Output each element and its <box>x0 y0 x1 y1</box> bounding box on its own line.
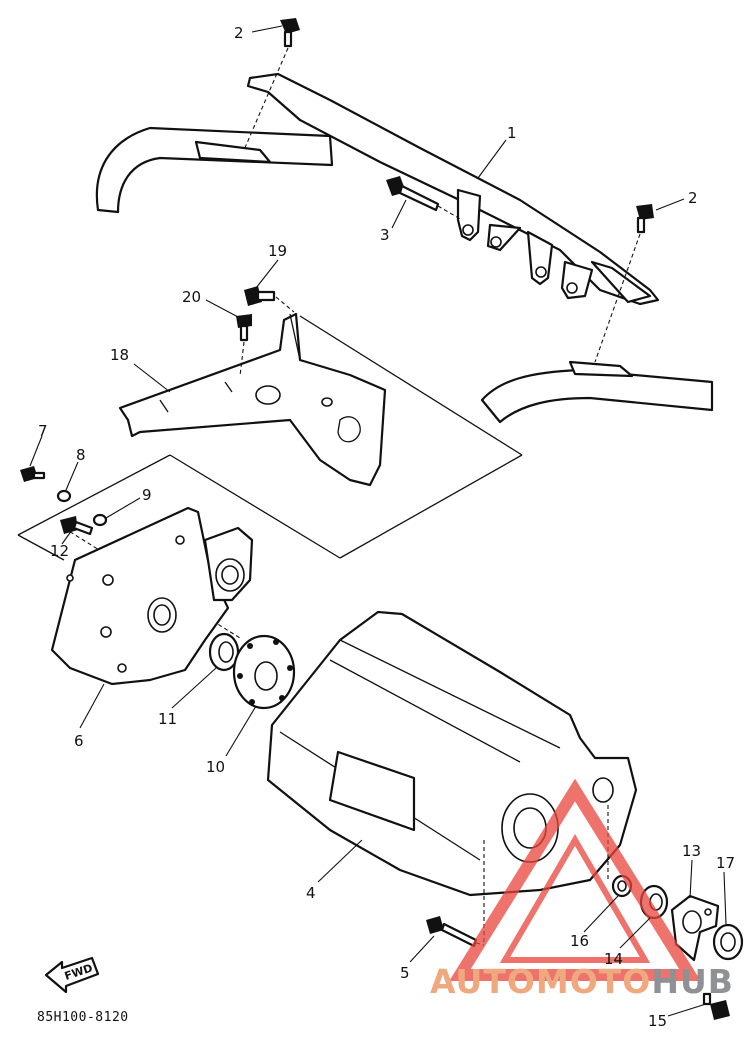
callout-leaders <box>29 25 727 1017</box>
callout-12: 12 <box>50 542 69 560</box>
callout-1: 1 <box>507 124 517 142</box>
bolt-part-12 <box>60 516 94 536</box>
watermark-brand-part1: AUTOMOTO <box>430 962 652 1001</box>
callout-numbers: 1 2 2 3 4 5 6 7 8 9 10 11 12 13 14 15 16… <box>38 24 735 1030</box>
bolt-part-3 <box>386 176 463 221</box>
bolt-part-15 <box>702 992 730 1020</box>
callout-11: 11 <box>158 710 177 728</box>
callout-20: 20 <box>182 288 201 306</box>
callout-2-top: 2 <box>234 24 244 42</box>
callout-4: 4 <box>306 884 316 902</box>
reference-lines <box>17 315 523 639</box>
callout-19: 19 <box>268 242 287 260</box>
callout-14: 14 <box>604 950 623 968</box>
frame-tube-upper <box>95 126 334 214</box>
callout-9: 9 <box>142 486 152 504</box>
callout-6: 6 <box>74 732 84 750</box>
washer-part-9 <box>92 513 108 527</box>
seal-part-17 <box>712 923 744 961</box>
watermark-brand: AUTOMOTOHUB <box>430 962 734 1001</box>
callout-17: 17 <box>716 854 735 872</box>
upper-bracket-part-1 <box>246 72 660 306</box>
drawing-code: 85H100-8120 <box>37 1010 129 1025</box>
frame-tube-lower <box>480 360 714 424</box>
screw-part-7 <box>20 466 46 482</box>
callout-13: 13 <box>682 842 701 860</box>
fwd-arrow-icon: FWD <box>44 956 100 994</box>
bearing-part-11 <box>208 632 240 672</box>
mount-bracket-part-18 <box>118 312 387 487</box>
watermark-triangle-logo <box>449 778 701 981</box>
callout-7: 7 <box>38 422 48 440</box>
callout-5: 5 <box>400 964 410 982</box>
callout-2-right: 2 <box>688 189 698 207</box>
callout-3: 3 <box>380 226 390 244</box>
bolt-part-2-right <box>594 204 654 363</box>
chain-case-part-4 <box>266 610 638 945</box>
side-plate-part-6 <box>50 506 254 686</box>
callout-15: 15 <box>648 1012 667 1030</box>
washer-part-8 <box>56 489 72 503</box>
callout-10: 10 <box>206 758 225 776</box>
bolt-part-19 <box>244 286 295 313</box>
callout-8: 8 <box>76 446 86 464</box>
flange-part-10 <box>232 634 296 710</box>
callout-18: 18 <box>110 346 129 364</box>
callout-16: 16 <box>570 932 589 950</box>
watermark-brand-part2: HUB <box>651 962 734 1001</box>
bolt-part-2-top <box>243 18 300 151</box>
